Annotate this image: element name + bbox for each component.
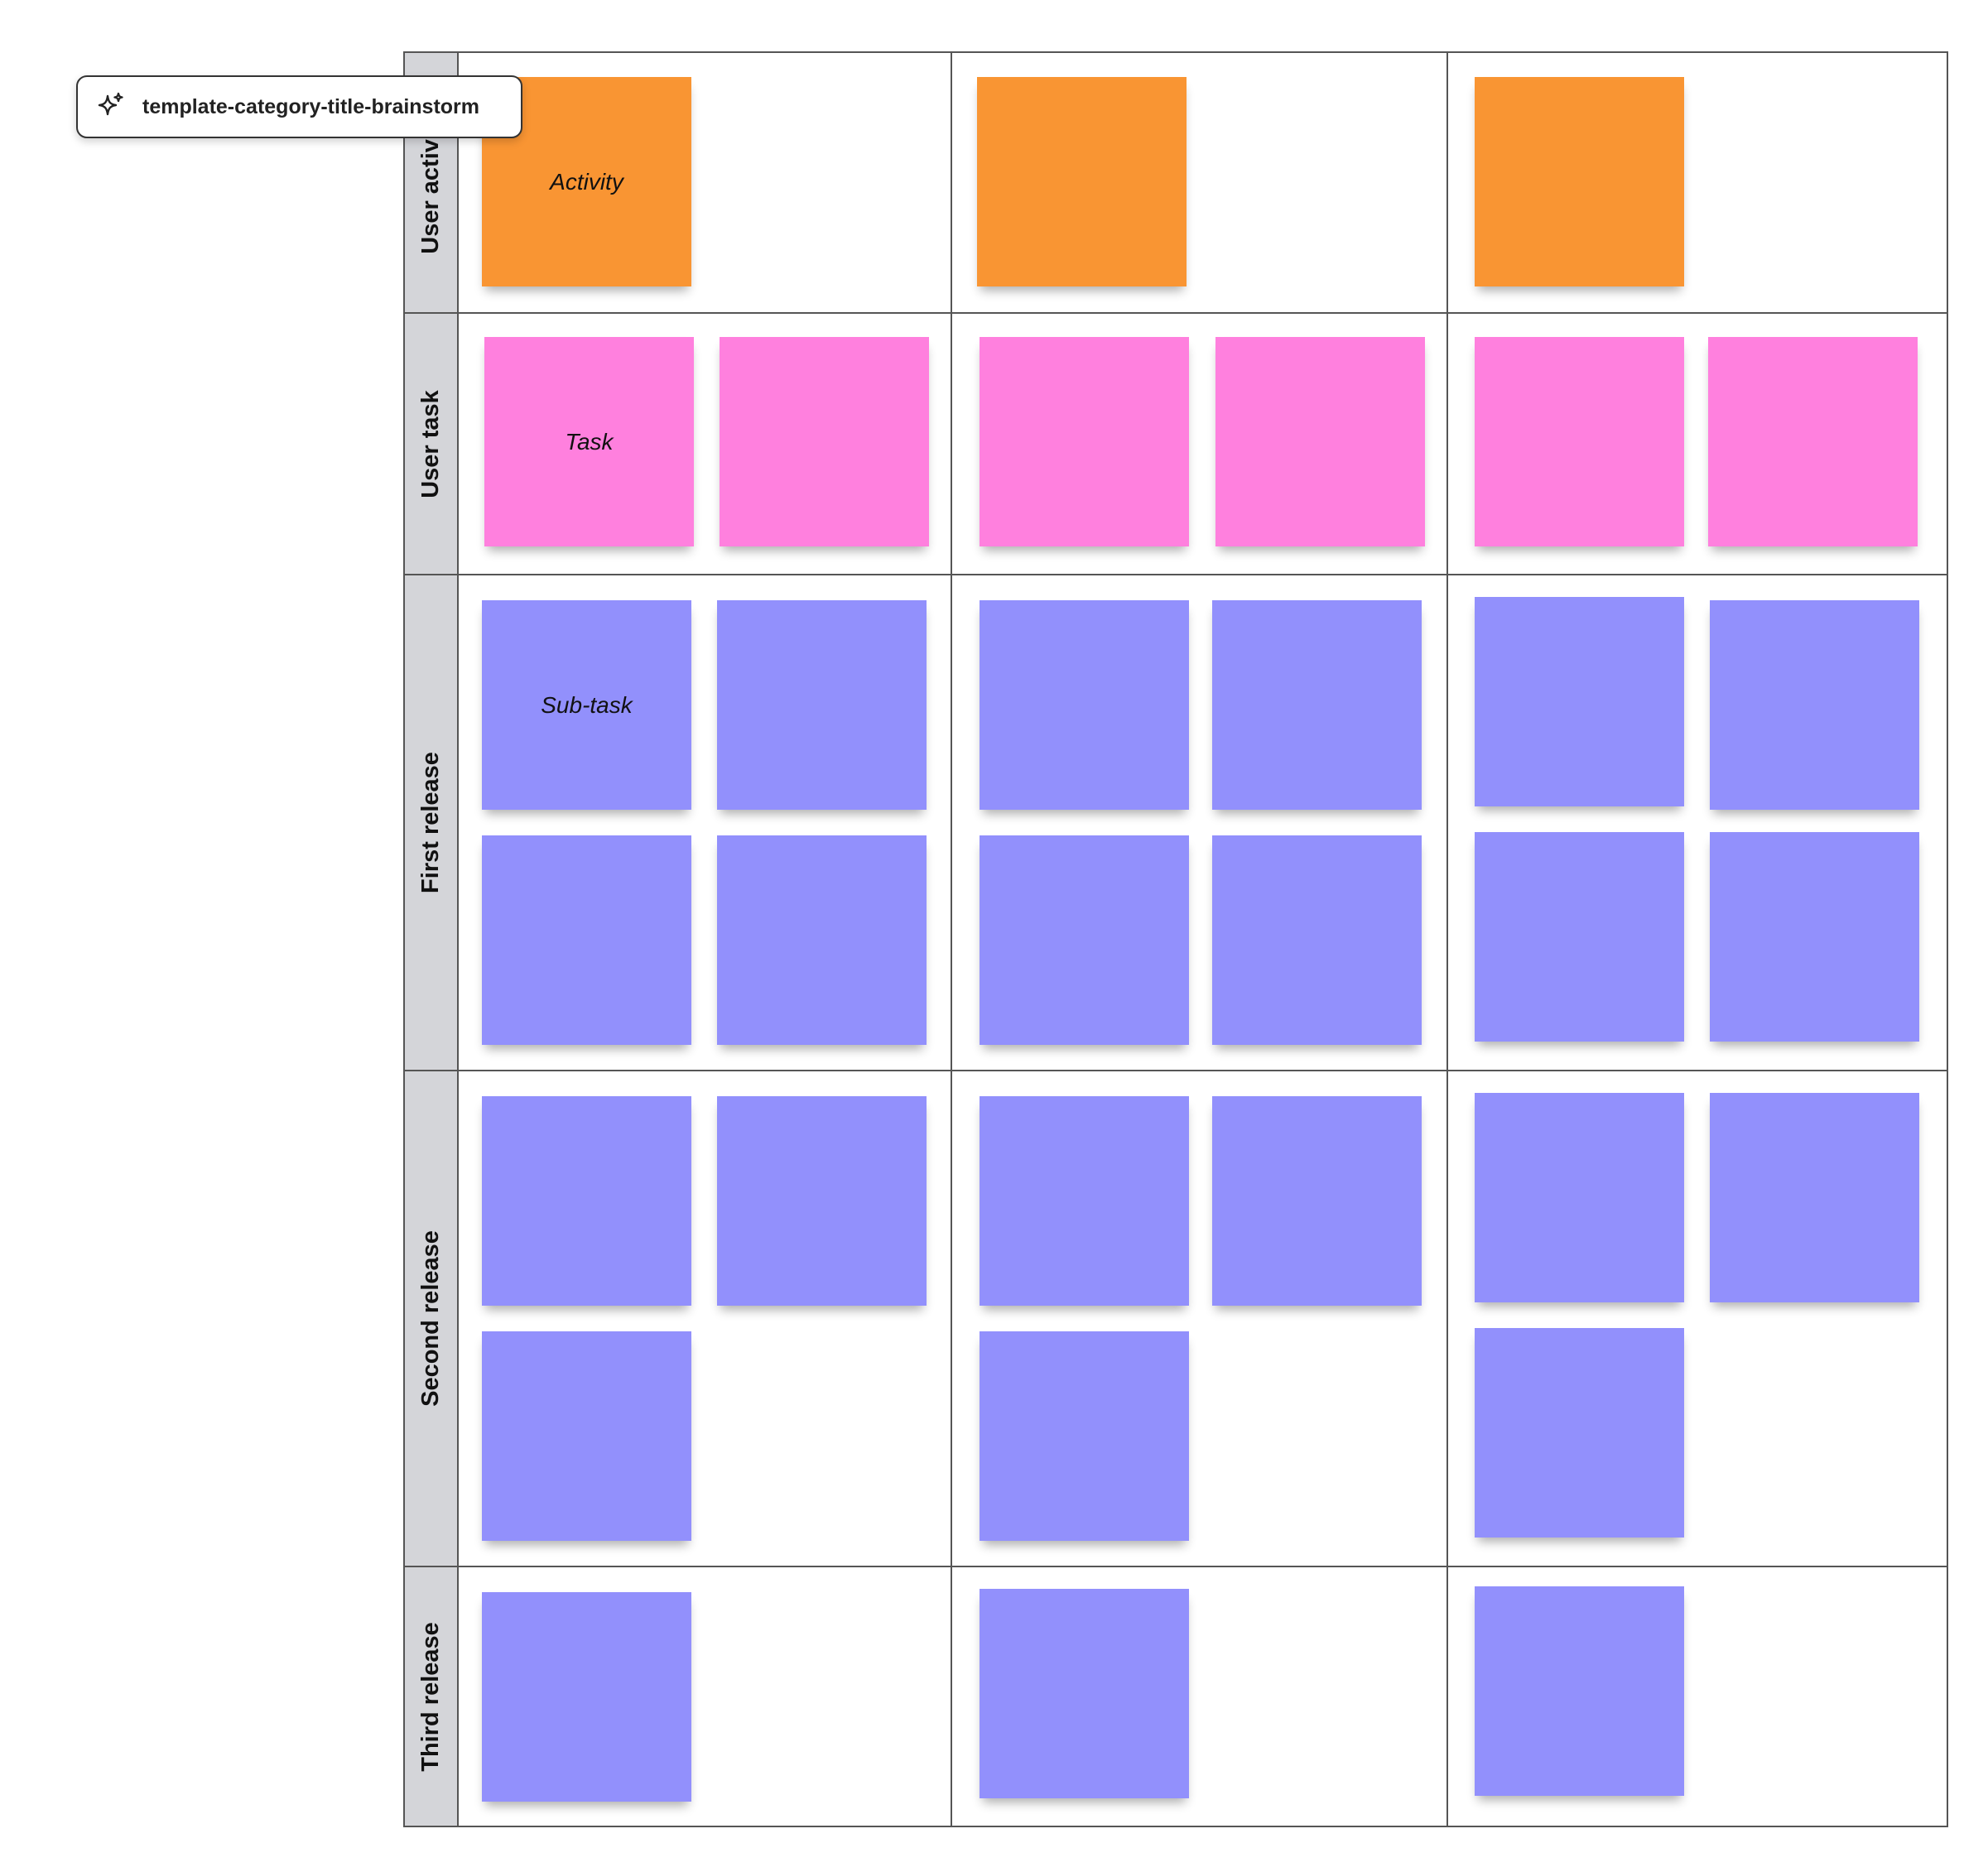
sticky-note-subtask[interactable]: Sub-task [482,600,691,810]
sticky-note-subtask[interactable] [1212,600,1422,810]
sticky-note-subtask[interactable] [1475,1586,1684,1796]
row-divider [405,1566,1947,1567]
sticky-note-subtask[interactable] [482,1096,691,1306]
row-label-user-task: User task [405,314,457,574]
sticky-note-subtask[interactable] [1475,832,1684,1042]
row-label-second-release: Second release [405,1071,457,1566]
sticky-note-subtask[interactable] [1475,1093,1684,1302]
sticky-note-activity[interactable] [1475,77,1684,286]
sticky-note-text: Sub-task [541,691,633,718]
row-label-text: First release [417,752,445,893]
sticky-note-subtask[interactable] [1212,1096,1422,1306]
sticky-note-task[interactable] [1708,337,1918,546]
sticky-note-subtask[interactable] [980,1331,1189,1541]
sticky-note-subtask[interactable] [717,1096,927,1306]
sticky-note-subtask[interactable] [482,1331,691,1541]
row-label-third-release: Third release [405,1567,457,1826]
row-divider [405,312,1947,314]
sticky-note-subtask[interactable] [717,600,927,810]
row-label-text: Third release [417,1621,444,1772]
sticky-note-subtask[interactable] [1475,597,1684,806]
sticky-note-subtask[interactable] [482,835,691,1045]
sticky-note-subtask[interactable] [980,1589,1189,1798]
column-divider [951,53,952,1826]
sticky-note-subtask[interactable] [1710,832,1919,1042]
row-label-first-release: First release [405,575,457,1070]
sticky-note-task[interactable] [980,337,1189,546]
column-divider [1446,53,1448,1826]
sticky-note-subtask[interactable] [1475,1328,1684,1538]
tooltip-text: template-category-title-brainstorm [142,94,480,118]
sticky-note-subtask[interactable] [717,835,927,1045]
sticky-note-subtask[interactable] [1710,600,1919,810]
sticky-note-task[interactable] [1475,337,1684,546]
template-category-tooltip[interactable]: template-category-title-brainstorm [76,75,522,138]
sticky-note-activity[interactable] [977,77,1187,286]
row-label-text: Second release [417,1230,445,1407]
sticky-note-task[interactable] [1215,337,1425,546]
sticky-note-subtask[interactable] [1212,835,1422,1045]
row-divider [405,1070,1947,1071]
sticky-note-task[interactable]: Task [484,337,694,546]
row-divider [405,574,1947,575]
sticky-note-task[interactable] [720,337,929,546]
sticky-note-subtask[interactable] [980,600,1189,810]
row-label-text: User task [417,389,444,498]
row-label-column [405,53,459,1826]
sticky-note-text: Task [565,428,614,455]
sticky-note-subtask[interactable] [1710,1093,1919,1302]
sticky-note-text: Activity [550,168,623,195]
sticky-note-subtask[interactable] [482,1592,691,1802]
sticky-note-subtask[interactable] [980,1096,1189,1306]
sticky-note-subtask[interactable] [980,835,1189,1045]
sparkle-icon [94,90,128,123]
